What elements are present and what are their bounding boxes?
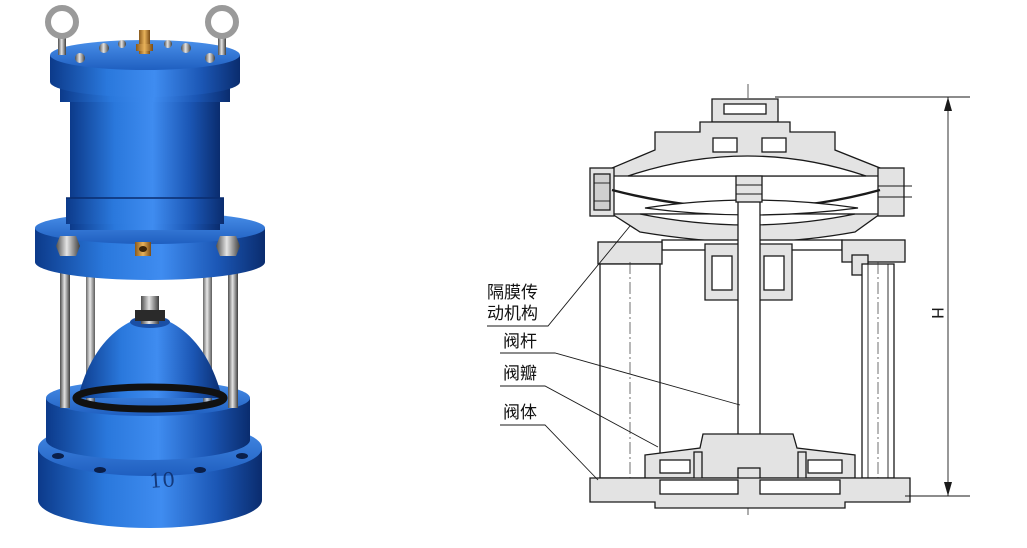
leader-actuator bbox=[487, 225, 631, 327]
tie-rod bbox=[228, 258, 238, 408]
disc-pocket bbox=[807, 459, 843, 474]
lifting-eye-right bbox=[205, 5, 239, 55]
tie-rod bbox=[60, 258, 70, 408]
brass-vent-hex bbox=[136, 44, 153, 51]
flange-bolt-hole bbox=[194, 467, 206, 473]
hex-nut bbox=[56, 236, 80, 256]
top-flange-top bbox=[50, 40, 240, 70]
cylinder-collar bbox=[66, 198, 224, 224]
flange-bolt-hole bbox=[94, 467, 106, 473]
label-valve-stem: 阀杆 bbox=[503, 332, 537, 352]
casting-marking: 10 bbox=[149, 467, 176, 493]
valve-photo: 10 bbox=[35, 5, 265, 528]
arrow-head-bottom bbox=[944, 482, 952, 496]
flange-bolt-hole bbox=[236, 453, 248, 459]
stem-nut bbox=[135, 310, 165, 321]
eye-ring bbox=[205, 5, 239, 39]
bonnet-dome bbox=[72, 296, 228, 413]
black-gasket-ring bbox=[72, 383, 228, 413]
leader-disc bbox=[500, 385, 659, 448]
leader-body bbox=[500, 424, 599, 481]
top-flange bbox=[50, 30, 240, 102]
label-valve-body: 阀体 bbox=[503, 403, 537, 423]
actuator-cylinder bbox=[66, 95, 224, 230]
flange-right bbox=[877, 167, 905, 217]
eye-bolt-shank bbox=[58, 35, 66, 55]
tie-rod bbox=[86, 262, 95, 402]
hub-bearing bbox=[763, 255, 785, 291]
eye-bolt-shank bbox=[218, 35, 226, 55]
top-boss-recess bbox=[723, 103, 767, 115]
brass-port-hole bbox=[139, 246, 147, 252]
tie-rod bbox=[203, 262, 212, 402]
height-dimension: H bbox=[775, 96, 970, 497]
cover-bolt bbox=[181, 43, 191, 53]
brass-vent-fitting bbox=[139, 30, 150, 54]
body-base bbox=[589, 477, 911, 509]
dome-shell bbox=[78, 322, 222, 398]
flange-bolt-left bbox=[593, 173, 611, 211]
valve-section-drawing: H bbox=[487, 84, 970, 515]
arrow-head-top bbox=[944, 97, 952, 111]
cover-bolt bbox=[118, 40, 126, 48]
valve-body-drawing bbox=[589, 477, 911, 509]
flange-bolt-hole bbox=[52, 453, 64, 459]
lifting-eye-left bbox=[45, 5, 79, 55]
stem-top-nut bbox=[735, 175, 763, 203]
eye-ring bbox=[45, 5, 79, 39]
tie-rods bbox=[60, 258, 238, 408]
hub-bearing bbox=[711, 255, 733, 291]
cover-bolt bbox=[75, 53, 85, 63]
hex-nut bbox=[216, 236, 240, 256]
label-diaphragm-actuator-line2: 动机构 bbox=[487, 304, 538, 324]
leader-stem bbox=[500, 352, 741, 406]
leader-lines bbox=[487, 225, 741, 481]
body-passage bbox=[759, 479, 841, 495]
label-valve-disc: 阀瓣 bbox=[503, 364, 537, 384]
disc-pocket bbox=[659, 459, 691, 474]
cover-bolt bbox=[99, 43, 109, 53]
cover-pocket bbox=[712, 137, 738, 153]
cover-pocket bbox=[761, 137, 787, 153]
cover-bolt bbox=[205, 53, 215, 63]
body-passage bbox=[659, 479, 739, 495]
dimension-label: H bbox=[928, 307, 947, 319]
cover-bolt bbox=[164, 40, 172, 48]
label-diaphragm-actuator-line1: 隔膜传 bbox=[487, 283, 538, 303]
upper-chamber bbox=[627, 155, 867, 177]
